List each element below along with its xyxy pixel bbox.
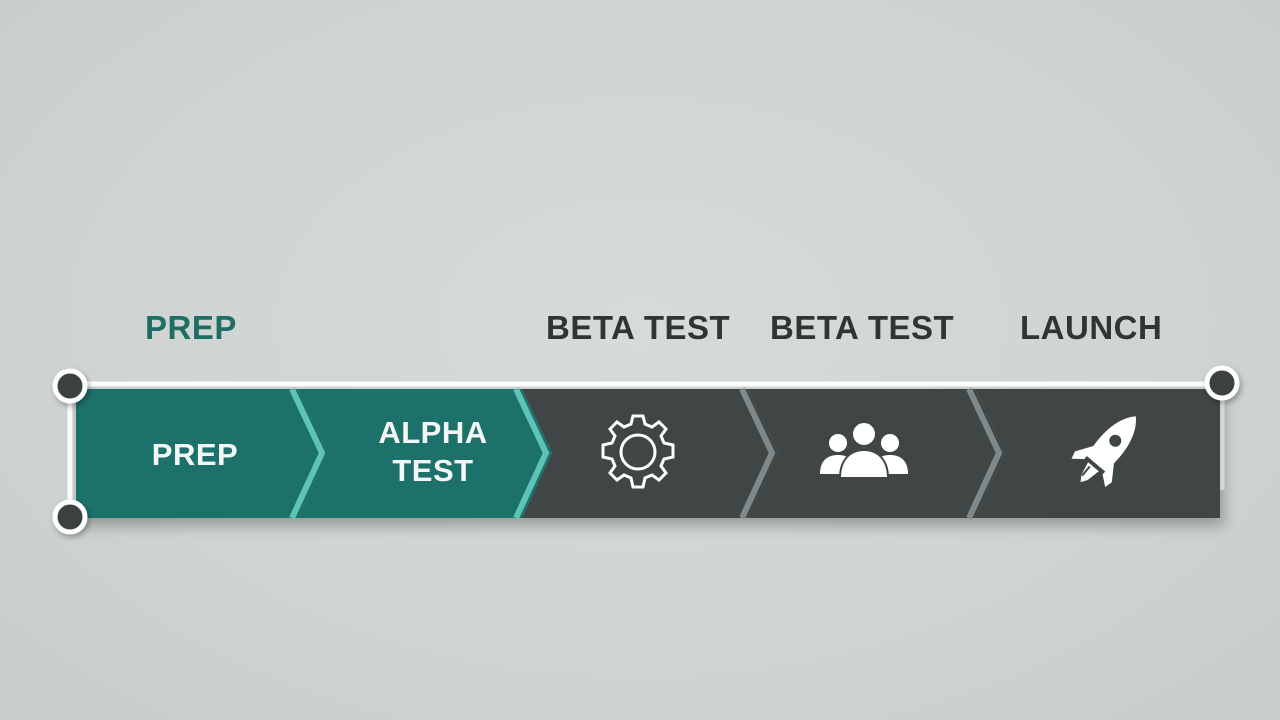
segment-prep-label: PREP	[151, 437, 239, 472]
timeline-node-bottom-left	[52, 499, 88, 535]
segment-prep	[76, 389, 328, 518]
segment-alpha-label-line2: TEST	[392, 453, 474, 488]
timeline-node-top-left	[52, 368, 88, 404]
rocket-icon	[1071, 416, 1136, 488]
phase-label-launch: LAUNCH	[1020, 309, 1163, 346]
timeline-node-top-right	[1204, 365, 1240, 401]
phase-label-beta-test-1: BETA TEST	[546, 309, 731, 346]
segment-beta-1	[522, 389, 778, 518]
gear-icon	[601, 414, 675, 489]
chevron-edge-3	[739, 387, 776, 520]
chevron-edge-2	[513, 387, 550, 520]
chevron-edge-4	[966, 387, 1003, 520]
segment-alpha	[298, 389, 552, 518]
phase-label-prep: PREP	[145, 309, 237, 346]
segment-alpha-label-line1: ALPHA	[378, 415, 488, 450]
segment-alpha-label: ALPHA TEST	[348, 414, 518, 490]
chevron-edge-1	[289, 387, 326, 520]
phase-label-beta-test-2: BETA TEST	[770, 309, 955, 346]
users-group-icon	[820, 421, 908, 479]
